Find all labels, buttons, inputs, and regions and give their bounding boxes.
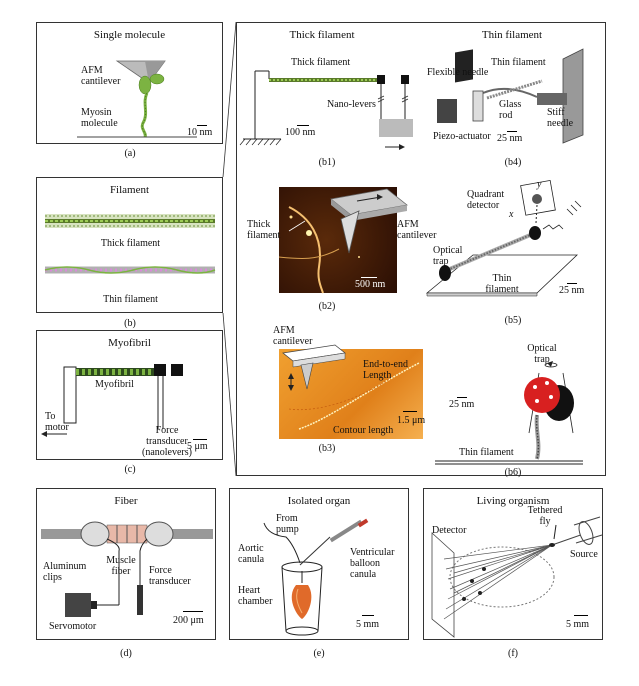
- glass-rod-label: Glass rod: [499, 99, 522, 121]
- b4-drawing: [437, 48, 584, 144]
- panel-c-title: Myofibril: [108, 337, 151, 349]
- b4-scale-bar: [507, 131, 517, 132]
- scale-bar: [193, 439, 207, 440]
- aortic-canula-label: Aortic canula: [238, 543, 265, 565]
- caption-b4: (b4): [504, 157, 522, 168]
- panel-f-title: Living organism: [476, 495, 550, 507]
- b2-afm-label: AFM cantilever: [397, 219, 437, 241]
- scale-label: 5 mm: [566, 619, 590, 630]
- caption-b6: (b6): [504, 467, 522, 478]
- scale-bar: [574, 615, 588, 616]
- isolated-organ-drawing: [263, 518, 369, 636]
- caption-c: (c): [124, 464, 136, 475]
- b4-scale-label: 25 nm: [497, 133, 523, 144]
- myosin-label: Myosin molecule: [81, 107, 118, 129]
- living-organism-drawing: [431, 516, 603, 638]
- b5-scale-label: 25 nm: [559, 285, 585, 296]
- force-transducer-label: Force transducer (nanolevers): [142, 425, 192, 458]
- caption-b5: (b5): [504, 315, 522, 326]
- b5-optical-trap-label: Optical trap: [433, 245, 463, 267]
- scale-label: 10 nm: [187, 127, 213, 138]
- thin-filament-label: Thin filament: [103, 294, 158, 305]
- b1-scale-bar: [297, 125, 309, 126]
- panel-b-detail: Thick filament Thin filament Thick filam…: [236, 22, 606, 478]
- muscle-fiber-label: Muscle fiber: [106, 555, 136, 577]
- myofibril-label: Myofibril: [95, 379, 134, 390]
- b2-cantilever: [288, 188, 408, 254]
- tethered-fly-label: Tethered fly: [527, 505, 563, 527]
- from-pump-label: From pump: [276, 513, 299, 535]
- single-molecule-drawing: [77, 60, 197, 138]
- b6-scale-label: 25 nm: [449, 399, 475, 410]
- force-transducer-label: Force transducer: [149, 565, 191, 587]
- myofibril-drawing: [41, 364, 183, 437]
- aluminum-clips-label: Aluminum clips: [43, 561, 87, 583]
- b5-thin-filament-label: Thin filament: [485, 273, 519, 295]
- detector-label: Detector: [432, 525, 467, 536]
- b3-cantilever: [282, 344, 346, 391]
- quadrant-detector-label: Quadrant detector: [467, 189, 505, 211]
- end-to-end-label: End-to-end Length: [363, 359, 408, 381]
- scale-label: 5 mm: [356, 619, 380, 630]
- b1-scale-label: 100 nm: [285, 127, 316, 138]
- panel-e: Isolated organ From pump Aortic canula V…: [229, 488, 409, 640]
- panel-b-title: Filament: [109, 184, 150, 196]
- contour-length-label: Contour length: [333, 425, 394, 436]
- panel-b: Filament Thick filament Thin filament: [36, 177, 223, 313]
- caption-b3: (b3): [318, 443, 336, 454]
- b2-thick-filament-label: Thick filament: [247, 219, 281, 241]
- panel-a: Single molecule AFM cantilever Myosin mo…: [36, 22, 223, 144]
- panel-e-title: Isolated organ: [287, 495, 351, 507]
- caption-b2: (b2): [318, 301, 336, 312]
- nano-levers-label: Nano-levers: [327, 99, 376, 110]
- b5-drawing: [425, 179, 582, 297]
- to-motor-label: To motor: [45, 411, 69, 433]
- afm-cantilever-label: AFM cantilever: [81, 65, 121, 87]
- filament-drawing: [44, 214, 216, 274]
- b3-afm-label: AFM cantilever: [273, 325, 313, 347]
- heart-chamber-label: Heart chamber: [238, 585, 273, 607]
- caption-b: (b): [124, 318, 136, 329]
- fiber-drawing: [41, 521, 213, 617]
- x-axis-label: x: [509, 209, 514, 220]
- panel-d-title: Fiber: [114, 495, 138, 507]
- y-axis-label: y: [537, 179, 542, 190]
- caption-a: (a): [124, 148, 136, 159]
- thick-filament-label: Thick filament: [100, 238, 161, 249]
- scale-bar: [183, 611, 203, 612]
- stiff-needle-label: Stiff needle: [547, 107, 574, 129]
- panel-a-title: Single molecule: [93, 29, 166, 41]
- scale-bar: [362, 615, 374, 616]
- caption-f: (f): [508, 648, 518, 659]
- panel-f: Living organism Detector Tethered fly So…: [423, 488, 603, 640]
- flexible-needle-label: Flexible needle: [427, 67, 489, 78]
- b6-drawing: [435, 361, 583, 465]
- piezo-actuator-label: Piezo-actuator: [433, 131, 491, 142]
- thick-filament-header: Thick filament: [289, 29, 355, 41]
- b1-thick-filament-label: Thick filament: [291, 57, 351, 68]
- b2-scale-label: 500 nm: [355, 279, 386, 290]
- servomotor-label: Servomotor: [49, 621, 97, 632]
- b3-scale-label: 1.5 μm: [397, 415, 426, 426]
- panel-c: Myofibril Myofibril To motor Force trans…: [36, 330, 223, 460]
- ventricular-canula-label: Ventricular balloon canula: [350, 547, 395, 580]
- panel-d: Fiber Aluminum clips Muscle fiber Force …: [36, 488, 216, 640]
- b6-thin-filament-label: Thin filament: [459, 447, 514, 458]
- source-label: Source: [570, 549, 598, 560]
- b2-scale-bar: [361, 277, 377, 278]
- thin-filament-header: Thin filament: [481, 29, 543, 41]
- caption-d: (d): [120, 648, 132, 659]
- caption-e: (e): [313, 648, 325, 659]
- b6-scale-bar: [457, 397, 467, 398]
- scale-bar: [197, 125, 207, 126]
- scale-label: 5 μm: [187, 441, 208, 452]
- b4-thin-filament-label: Thin filament: [491, 57, 546, 68]
- b6-optical-trap-label: Optical trap: [527, 343, 557, 365]
- caption-b1: (b1): [318, 157, 336, 168]
- scale-label: 200 μm: [173, 615, 204, 626]
- b5-scale-bar: [567, 283, 577, 284]
- b3-scale-bar: [403, 411, 417, 412]
- b1-drawing: [239, 70, 413, 150]
